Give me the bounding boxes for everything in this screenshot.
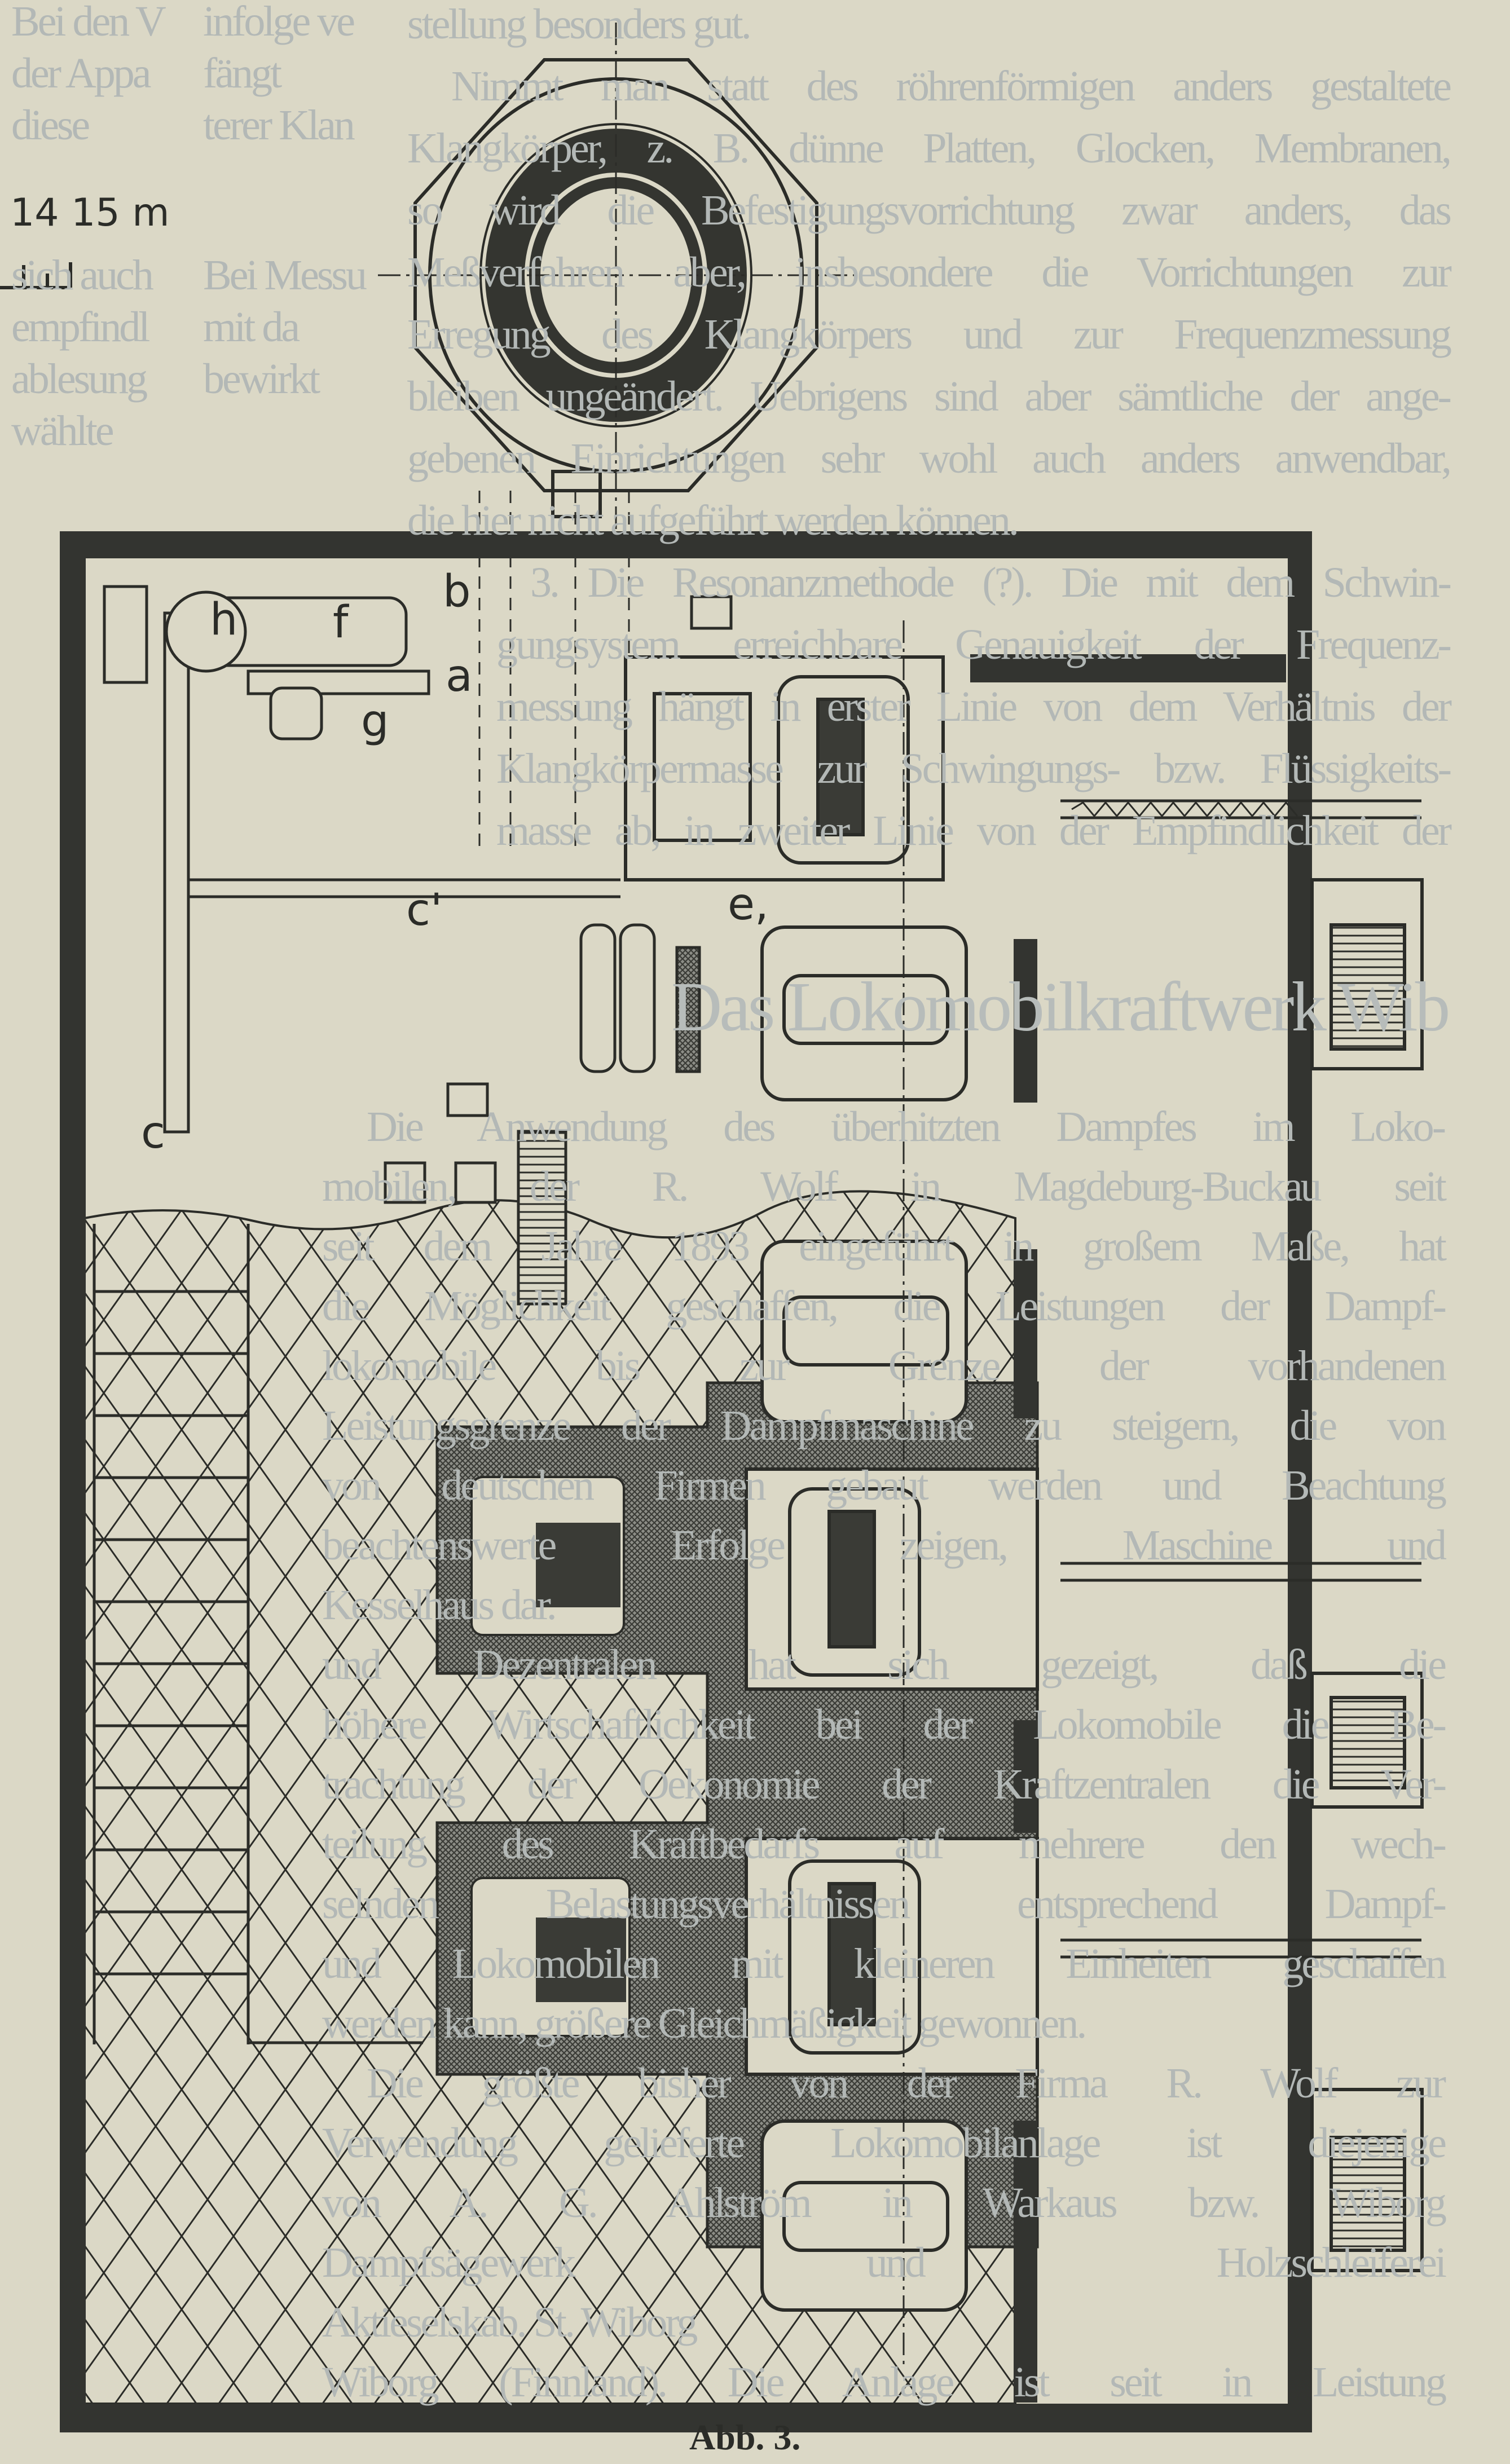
annex-boxes [1310, 878, 1424, 2272]
label-h: h [210, 594, 238, 645]
reverse-margin-word: terer Klan [203, 102, 355, 149]
reverse-text-line: teilung des Kraftbedarfs auf mehrere den… [322, 1821, 1447, 1868]
reverse-text-line: und Dezentralen hat sich gezeigt, daß di… [322, 1641, 1447, 1689]
reverse-margin-word: mit da [203, 303, 300, 351]
condenser-equipment [103, 585, 733, 1306]
label-c: c [141, 1108, 165, 1158]
reverse-text-line: so wird die Befestigungsvorrichtung zwar… [407, 187, 1452, 234]
reverse-text-line: selnden Belastungsverhältnissen entsprec… [322, 1880, 1447, 1928]
ladder-column [93, 1224, 423, 2044]
reverse-text-line: die hier nicht aufgeführt werden können. [407, 497, 1019, 544]
reverse-text-line: Dampfsägewerk und Holzschleiferei [322, 2239, 1447, 2286]
reverse-text-line: und Lokomobilen mit kleineren Einheiten … [322, 1940, 1447, 1987]
spring-rods [1060, 799, 1421, 1959]
reverse-margin-word: wählte [11, 407, 115, 455]
label-g: g [361, 696, 389, 747]
reverse-text-line: Kesselhaus dar. [322, 1581, 557, 1629]
reverse-margin-word: fängt [203, 50, 282, 97]
reverse-text-line: Klangkörpermasse zur Schwingungs- bzw. F… [496, 745, 1452, 792]
reverse-text-line: Leistungsgrenze der Dampfmaschine zu ste… [322, 1402, 1447, 1449]
reverse-text-line: Die Anwendung des überhitzten Dampfes im… [367, 1103, 1446, 1151]
reverse-text-line: lokomobile bis zur Grenze der vorhandene… [322, 1342, 1447, 1390]
reverse-margin-word: ablesung [11, 355, 148, 403]
label-b: b [443, 566, 471, 617]
reverse-text-line: gungsystem erreichbare Genauigkeit der F… [496, 621, 1452, 668]
reverse-text-line: von A. G. Ahlström in Warkaus bzw. Wibor… [322, 2179, 1447, 2227]
figure-caption: Abb. 3. [689, 2417, 801, 2457]
reverse-text-line: mobilen, der R. Wolf in Magdeburg-Buckau… [322, 1163, 1447, 1210]
reverse-text-line: Wiborg (Finnland). Die Anlage ist seit i… [322, 2359, 1447, 2406]
reverse-margin-word: sich auch [11, 252, 154, 299]
label-c-prime: c' [406, 885, 443, 936]
reverse-margin-word: Bei den V [11, 0, 166, 45]
reverse-text-line: Erregung des Klangkörpers und zur Freque… [407, 311, 1452, 358]
scale-bar [0, 262, 72, 289]
reverse-text-line: masse ab, in zweiter Linie von der Empfi… [496, 807, 1452, 854]
reverse-side-heading: Das Lokomobilkraftwerk Wib [671, 968, 1450, 1046]
reverse-text-line: höhere Wirtschaftlichkeit bei der Lokomo… [322, 1701, 1447, 1748]
reverse-text-line: gebenen Einrichtungen sehr wohl auch and… [407, 435, 1452, 482]
reverse-margin-word: der Appa [11, 50, 151, 97]
reverse-text-line: Verwendung gelieferte Lokomobilanlage is… [322, 2119, 1447, 2167]
reverse-margin-word: bewirkt [203, 355, 320, 403]
engines-and-generators [624, 620, 1039, 2369]
reverse-text-line: 3. Die Resonanzmethode (?). Die mit dem … [530, 559, 1452, 606]
label-a: a [446, 651, 473, 702]
reverse-text-line: bleiben ungeändert. Uebrigens sind aber … [407, 373, 1452, 420]
reverse-text-line: seit dem Jahre 1893 eingeführt in großem… [322, 1223, 1447, 1270]
scale-label: 14 15 m [10, 191, 170, 235]
building-walls [60, 531, 1312, 2432]
reverse-margin-word: diese [11, 102, 90, 149]
reverse-text-line: stellung besonders gut. [407, 1, 752, 48]
reverse-text-line: Meßverfahren aber, insbesondere die Vorr… [407, 249, 1452, 296]
reverse-text-line: die Möglichkeit geschaffen, die Leistung… [322, 1282, 1447, 1330]
reverse-text-line: beachtenswerte Erfolge zeigen, Maschine … [322, 1522, 1447, 1569]
label-e: e, [728, 879, 769, 930]
reverse-text-line: Aktieselskab. St. Wiborg [322, 2299, 698, 2346]
reverse-text-line: werden kann, größere Gleichmäßigkeit gew… [322, 2000, 1087, 2047]
reverse-margin-word: infolge ve [203, 0, 355, 45]
reverse-text-line: Nimmt man statt des röhrenförmigen ander… [451, 63, 1452, 110]
chimney-plan [378, 23, 857, 846]
reverse-text-line: messung hängt in erster Linie von dem Ve… [496, 683, 1452, 730]
reverse-margin-word: Bei Messu [203, 252, 367, 299]
reverse-text-line: Die größte bisher von der Firma R. Wolf … [367, 2060, 1446, 2107]
reverse-text-line: trachtung der Oekonomie der Kraftzentral… [322, 1761, 1447, 1808]
label-f: f [333, 597, 349, 648]
reverse-margin-word: empfindl [11, 303, 150, 351]
reverse-text-line: von deutschen Firmen gebaut werden und B… [322, 1462, 1447, 1509]
reverse-text-line: Klangkörper, z. B. dünne Platten, Glocke… [407, 125, 1452, 172]
